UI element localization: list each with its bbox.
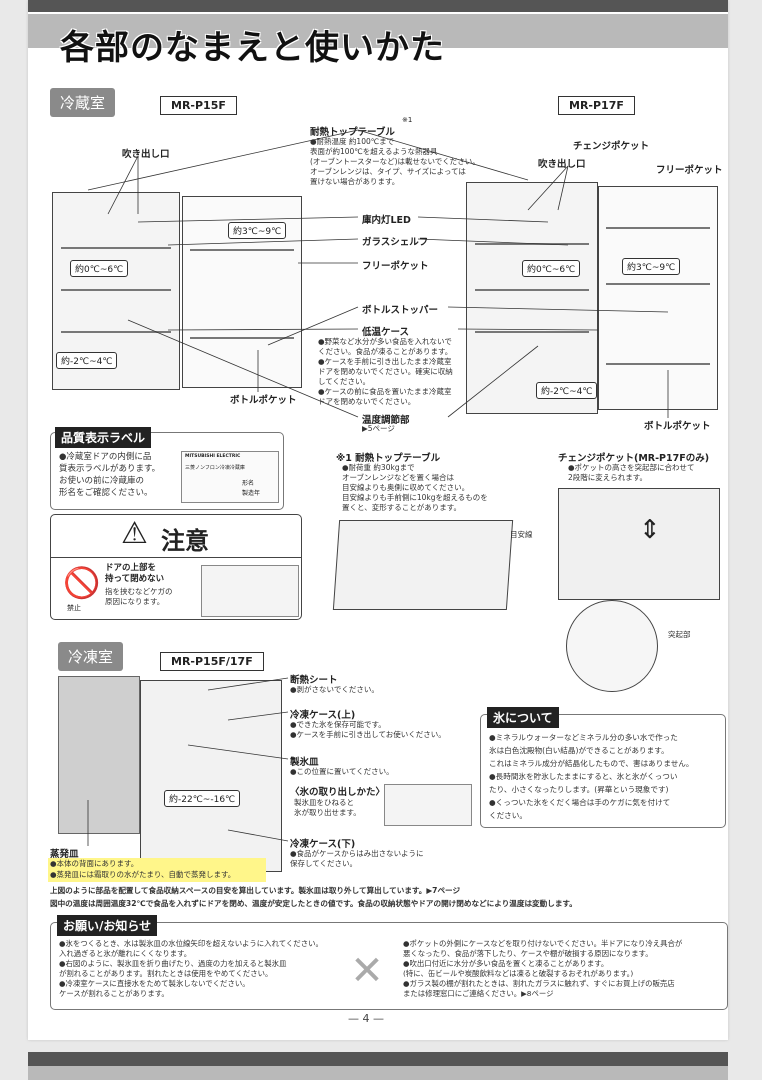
model-left: MR-P15F [160,96,237,115]
title-bar [28,14,728,48]
top-table-box-note: ●耐荷重 約30kgまで オーブンレンジなどを置く場合は 目安線よりも奥側に収め… [342,463,488,512]
prohibit-icon: 🚫 [63,566,101,601]
lower-case-note: ●食品がケースからはみ出さないように 保存してください。 [290,849,424,868]
temp-low-left: 約-2℃~4℃ [56,352,118,369]
top-table-drawing [332,520,514,610]
temp-door-right: 約3℃~9℃ [622,258,681,275]
updown-arrow-icon: ⇕ [639,515,661,545]
guide-line-label: 目安線 [510,530,533,539]
quality-label-title: 品質表示ラベル [55,427,152,448]
ice-tray-note: ●この位置に置いてください。 [290,767,394,776]
free-pocket-label: フリーポケット [362,261,429,272]
request-box: お願い/お知らせ ●氷をつくるとき、水は製氷皿の水位線矢印を超えないように入れて… [50,915,728,1010]
freezer-drawing [140,680,282,872]
quality-label-box: 品質表示ラベル ●冷蔵室ドアの内側に品 質表示ラベルがあります。 お使いの前に冷… [50,427,284,510]
temp-shelf-right: 約0℃~6℃ [522,260,581,277]
insulation-label: 断熱シート [290,675,338,686]
ice-removal-note: 製氷皿をひねると 氷が取り出せます。 [294,798,361,817]
quality-label-image: MITSUBISHI ELECTRIC 三菱ノンフロン冷凍冷蔵庫 形名 製造年 [181,451,279,503]
label-tag-model: 形名 [242,480,255,487]
capacity-line-1: 上図のように部品を配置して食品収納スペースの目安を算出しています。製氷皿は取り外… [50,886,461,895]
label-line: 三菱ノンフロン冷凍冷蔵庫 [185,465,245,471]
request-left: ●氷をつくるとき、水は製氷皿の水位線矢印を超えないように入れてください。 入れ過… [59,939,323,998]
fridge-right-body [466,182,598,414]
label-brand: MITSUBISHI ELECTRIC [185,454,241,459]
caution-head: ドアの上部を 持って閉めない [105,563,165,584]
label-tag-year: 製造年 [242,490,261,497]
glass-shelf-label: ガラスシェルフ [362,237,429,248]
insulation-note: ●剥がさないでください。 [290,685,379,694]
ice-box-title: 氷について [487,707,559,728]
evap-highlight [48,858,266,882]
low-temp-case-label: 低温ケース [362,327,410,338]
caution-illustration [201,565,299,617]
bottle-stopper-label: ボトルストッパー [362,305,439,316]
protrusion-label: 突起部 [668,630,691,639]
temp-door-left: 約3℃~9℃ [228,222,287,239]
temp-dial-ref: ▶5ページ [362,424,395,433]
upper-case-label: 冷凍ケース(上) [290,710,356,721]
freezer-model: MR-P15F/17F [160,652,264,671]
prohibit-label: 禁止 [67,604,81,612]
bottle-pocket-right-label: ボトルポケット [644,421,711,432]
request-title: お願い/お知らせ [57,915,158,936]
capacity-line-2: 図中の温度は周囲温度32℃で食品を入れずにドアを閉め、温度が安定したときの値です… [50,899,577,908]
top-table-box-title: ※1 耐熱トップテーブル [336,453,441,464]
vent-label-left: 吹き出し口 [122,149,170,160]
quality-label-text: ●冷蔵室ドアの内側に品 質表示ラベルがあります。 お使いの前に冷蔵庫の 形名をご… [59,452,161,498]
lower-case-label: 冷凍ケース(下) [290,839,356,850]
manual-page: 各部のなまえと使いかた 冷蔵室 MR-P15F MR-P17F 耐熱トップテーブ… [28,0,728,1040]
free-pocket-right-label: フリーポケット [656,165,723,176]
caution-title: 注意 [161,527,209,555]
ice-tray-label: 製氷皿 [290,757,319,768]
next-page-title-bar [28,1066,728,1080]
evap-note-1: ●本体の背面にあります。 [50,859,139,868]
ice-tray-twist-image [384,784,472,826]
protrusion-zoom [566,600,658,692]
evap-note-2: ●蒸発皿には霜取りの水がたまり、自動で蒸発します。 [50,870,236,879]
fridge-right-door [598,186,718,410]
low-temp-case-note: ●野菜など水分が多い食品を入れないで ください。食品が凍ることがあります。 ●ケ… [318,337,453,406]
bottle-pocket-left-label: ボトルポケット [230,395,297,406]
caution-body: 指を挟むなどケガの 原因になります。 [105,587,173,606]
change-pocket-box-note: ●ポケットの高さを突起部に合わせて 2段階に変えられます。 [568,463,695,482]
change-pocket-drawing: ⇕ [558,488,720,600]
request-right: ●ポケットの外側にケースなどを取り付けないでください。半ドアになり冷え具合が 悪… [403,939,683,998]
warning-triangle-icon: ⚠ [121,516,148,551]
evap-label: 蒸発皿 [50,849,79,860]
freezer-side-body [58,676,140,834]
ice-box: 氷について ●ミネラルウォーターなどミネラル分の多い水で作った 氷は白色沈殿物(… [480,707,726,828]
temp-shelf-left: 約0℃~6℃ [70,260,129,277]
top-bar [28,0,728,12]
fridge-section-tag: 冷蔵室 [50,88,116,117]
model-right: MR-P17F [558,96,635,115]
change-pocket-box-title: チェンジポケット(MR-P17Fのみ) [558,453,710,464]
upper-case-note: ●できた氷を保存可能です。 ●ケースを手前に引き出してお使いください。 [290,720,446,739]
top-table-note: ●耐熱温度 約100℃まで 表面が約100℃を超えるような熱器具 (オーブントー… [310,137,480,186]
temp-low-right: 約-2℃~4℃ [536,382,598,399]
no-bend-icon: ✕ [350,948,384,994]
caution-box: ⚠ 注意 🚫 禁止 ドアの上部を 持って閉めない 指を挟むなどケガの 原因になり… [50,514,302,620]
top-table-label: 耐熱トップテーブル [310,127,395,138]
freezer-temp: 約-22℃~-16℃ [164,790,241,807]
vent-label-right: 吹き出し口 [538,159,586,170]
temp-dial-label: 温度調節部 [362,415,410,426]
page-number: — 4 — [348,1012,384,1025]
led-label: 庫内灯LED [362,215,411,226]
change-pocket-label: チェンジポケット [573,141,650,152]
footnote-mark: ※1 [402,116,413,124]
page-title: 各部のなまえと使いかた [60,28,445,68]
ice-box-text: ●ミネラルウォーターなどミネラル分の多い水で作った 氷は白色沈殿物(白い結晶)が… [489,733,694,820]
freezer-section-tag: 冷凍室 [58,642,124,671]
ice-removal-title: 〈氷の取り出しかた〉 [290,787,386,798]
